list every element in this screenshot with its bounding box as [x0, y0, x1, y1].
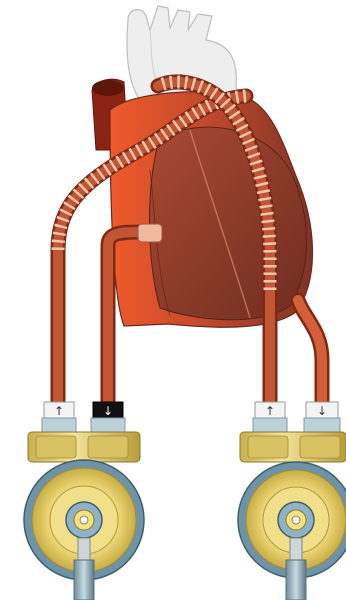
- arrow-up-icon: ↑: [54, 404, 64, 418]
- arrow-up-icon: ↑: [265, 404, 275, 418]
- cannula-insertion-sleeve: [138, 224, 162, 242]
- heart: [110, 92, 313, 328]
- vena-cava-opening: [92, 80, 124, 96]
- connector-left-inflow: ↑: [42, 402, 76, 432]
- connectors: ↑ ↓ ↑ ↓: [42, 402, 340, 432]
- connector-right-inflow: ↑: [253, 402, 287, 432]
- blood-pump-icon: [238, 432, 346, 600]
- connector-right-outflow: ↓: [304, 402, 340, 432]
- blood-pump-icon: [24, 432, 144, 600]
- arrow-down-icon: ↓: [103, 404, 113, 418]
- connector-left-outflow: ↓: [91, 402, 125, 432]
- arrow-down-icon: ↓: [317, 404, 327, 418]
